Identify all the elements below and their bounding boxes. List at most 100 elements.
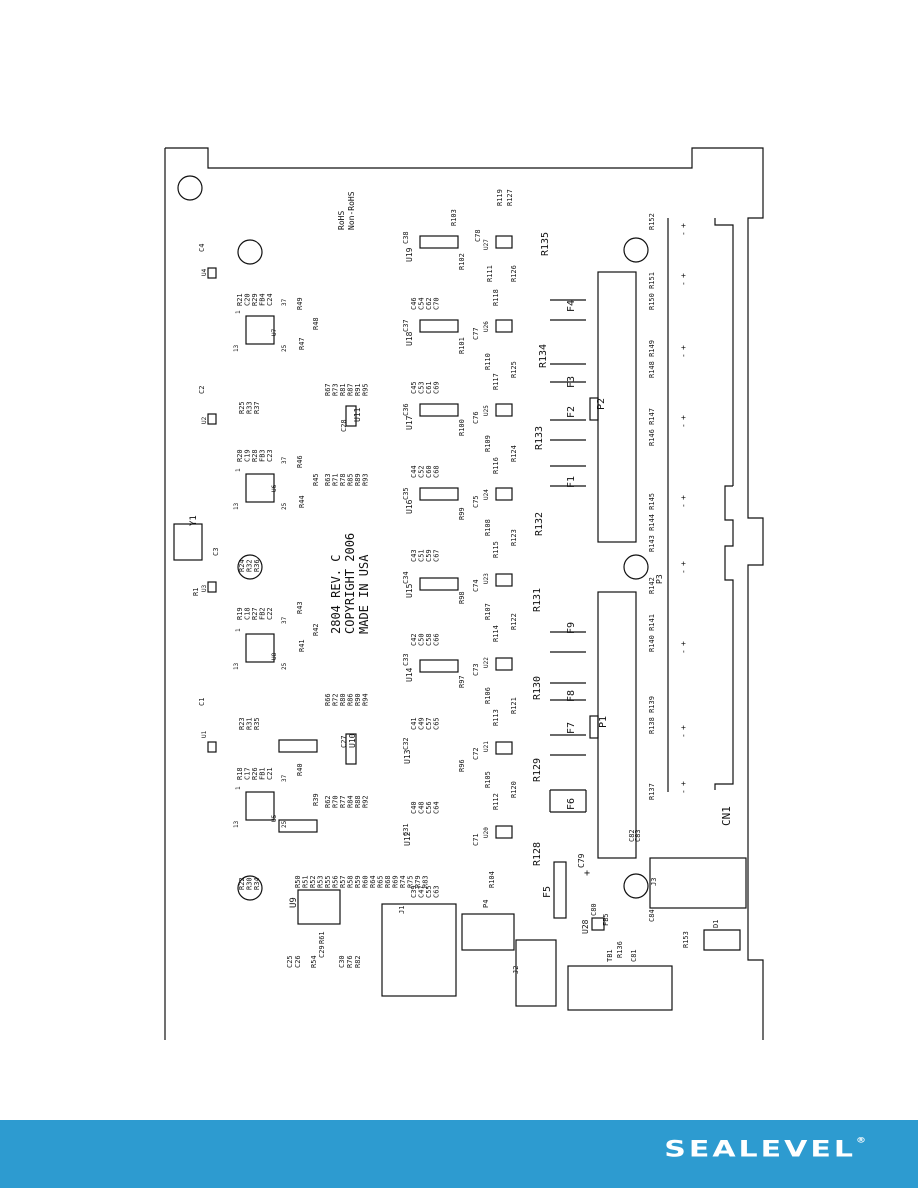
label-c72: C72 <box>472 747 480 760</box>
label-u12: U12 <box>403 831 412 846</box>
pin-number: 25 <box>281 662 288 670</box>
group-cap_12-1: C47 <box>418 885 426 898</box>
label-r130: R130 <box>532 676 543 700</box>
group-cap_16-2: C59 <box>425 549 433 562</box>
chip-u8 <box>245 633 275 663</box>
group-col_r66-4: R90 <box>354 693 362 706</box>
group-col_r67-1: R73 <box>332 383 340 396</box>
group-cap_17-2: C60 <box>425 465 433 478</box>
part-u26 <box>495 319 513 333</box>
label-c1: C1 <box>198 698 206 706</box>
mounting-hole <box>623 554 649 580</box>
label-r112: R112 <box>492 793 500 810</box>
polarity-minus: - <box>679 569 688 574</box>
chip-u6 <box>245 473 275 503</box>
polarity-plus: + <box>679 781 688 786</box>
label-r99: R99 <box>458 507 466 520</box>
fuse-f3 <box>550 363 586 383</box>
label-u27: U27 <box>483 239 490 250</box>
label-c28: C28 <box>340 419 348 432</box>
group-col_r20-4: C23 <box>266 449 274 462</box>
group-col_r19-1: C18 <box>244 607 252 620</box>
label-u24: U24 <box>483 489 490 500</box>
label-c25: C25 <box>286 955 294 968</box>
label-r113: R113 <box>492 709 500 726</box>
chip-u10 <box>345 733 357 765</box>
group-col_r19-2: R27 <box>251 607 259 620</box>
group-cap_14-1: C49 <box>418 717 426 730</box>
connector-cn1 <box>649 857 747 909</box>
label-u22: U22 <box>483 657 490 668</box>
label-r97: R97 <box>458 675 466 688</box>
chip-u7 <box>245 315 275 345</box>
label-r105: R105 <box>484 771 492 788</box>
group-col_r21-3: FB4 <box>259 293 267 306</box>
group-cap_12-0: C39 <box>410 885 418 898</box>
group-col_r63-1: R71 <box>332 473 340 486</box>
label-c32: C32 <box>402 737 410 750</box>
label-c34: C34 <box>402 571 410 584</box>
pin-number: 37 <box>281 456 288 464</box>
board-text-0: 2804 REV. C <box>329 555 343 634</box>
label-c36: C36 <box>402 403 410 416</box>
label-u13: U13 <box>403 749 412 764</box>
header-p2-notch <box>589 397 599 421</box>
group-col_r18-4: C21 <box>266 767 274 780</box>
group-col_r18-1: C17 <box>244 767 252 780</box>
group-cap_19-2: C62 <box>425 297 433 310</box>
label-r42: R42 <box>312 623 320 636</box>
label-f8: F8 <box>566 690 577 702</box>
group-col_r25-2: R37 <box>253 401 261 414</box>
group-col_r23-2: R35 <box>253 717 261 730</box>
chip-u4 <box>207 267 217 279</box>
pin-number: 13 <box>233 344 240 352</box>
group-col_r66-1: R72 <box>332 693 340 706</box>
label-c71: C71 <box>472 833 480 846</box>
label-c35: C35 <box>402 487 410 500</box>
footer-bar: SEALEVEL® <box>0 1120 918 1188</box>
label-p1: P1 <box>598 716 609 728</box>
part-u25 <box>495 403 513 417</box>
group-col_r20-1: C19 <box>244 449 252 462</box>
group-col_r18-2: R26 <box>251 767 259 780</box>
chip-u13 <box>278 739 318 753</box>
label-r47: R47 <box>298 337 306 350</box>
label-u15: U15 <box>405 583 414 598</box>
label-r137: R137 <box>648 783 656 800</box>
board-outline <box>164 147 764 1040</box>
group-col_r62-3: R84 <box>347 795 355 808</box>
group-col_r21-1: C20 <box>244 293 252 306</box>
group-col_r50-3: R53 <box>317 875 325 888</box>
label-r107: R107 <box>484 603 492 620</box>
label-c77: C77 <box>472 327 480 340</box>
label-c38: C38 <box>402 231 410 244</box>
group-col_r24-1: R32 <box>246 559 254 572</box>
group-col_r24-0: R24 <box>238 559 246 572</box>
polarity-minus: - <box>679 353 688 358</box>
polarity-plus: + <box>679 725 688 730</box>
label-r1: R1 <box>192 588 200 596</box>
connector-j2 <box>515 939 557 1007</box>
label-u9: U9 <box>289 897 299 908</box>
label-r116: R116 <box>492 457 500 474</box>
pin-number: 1 <box>235 468 242 472</box>
label-r43: R43 <box>296 601 304 614</box>
label-u6: U6 <box>271 484 278 492</box>
label-f2: F2 <box>566 406 577 418</box>
label-r127: R127 <box>506 189 514 206</box>
pin-number: 1 <box>235 628 242 632</box>
label-u16: U16 <box>405 499 414 514</box>
label-u23: U23 <box>483 573 490 584</box>
label-f4: F4 <box>566 300 577 312</box>
label-r129: R129 <box>532 758 543 782</box>
label-u5: U5 <box>271 814 278 822</box>
group-cap_18-2: C61 <box>425 381 433 394</box>
label-r100: R100 <box>458 419 466 436</box>
part-u28 <box>591 917 605 931</box>
group-cap_15-1: C50 <box>418 633 426 646</box>
label-r101: R101 <box>458 337 466 354</box>
label-j3: J3 <box>650 878 658 886</box>
group-cap_19-0: C46 <box>410 297 418 310</box>
sealevel-logo: SEALEVEL® <box>664 1136 866 1162</box>
group-col_r23-0: R23 <box>238 717 246 730</box>
